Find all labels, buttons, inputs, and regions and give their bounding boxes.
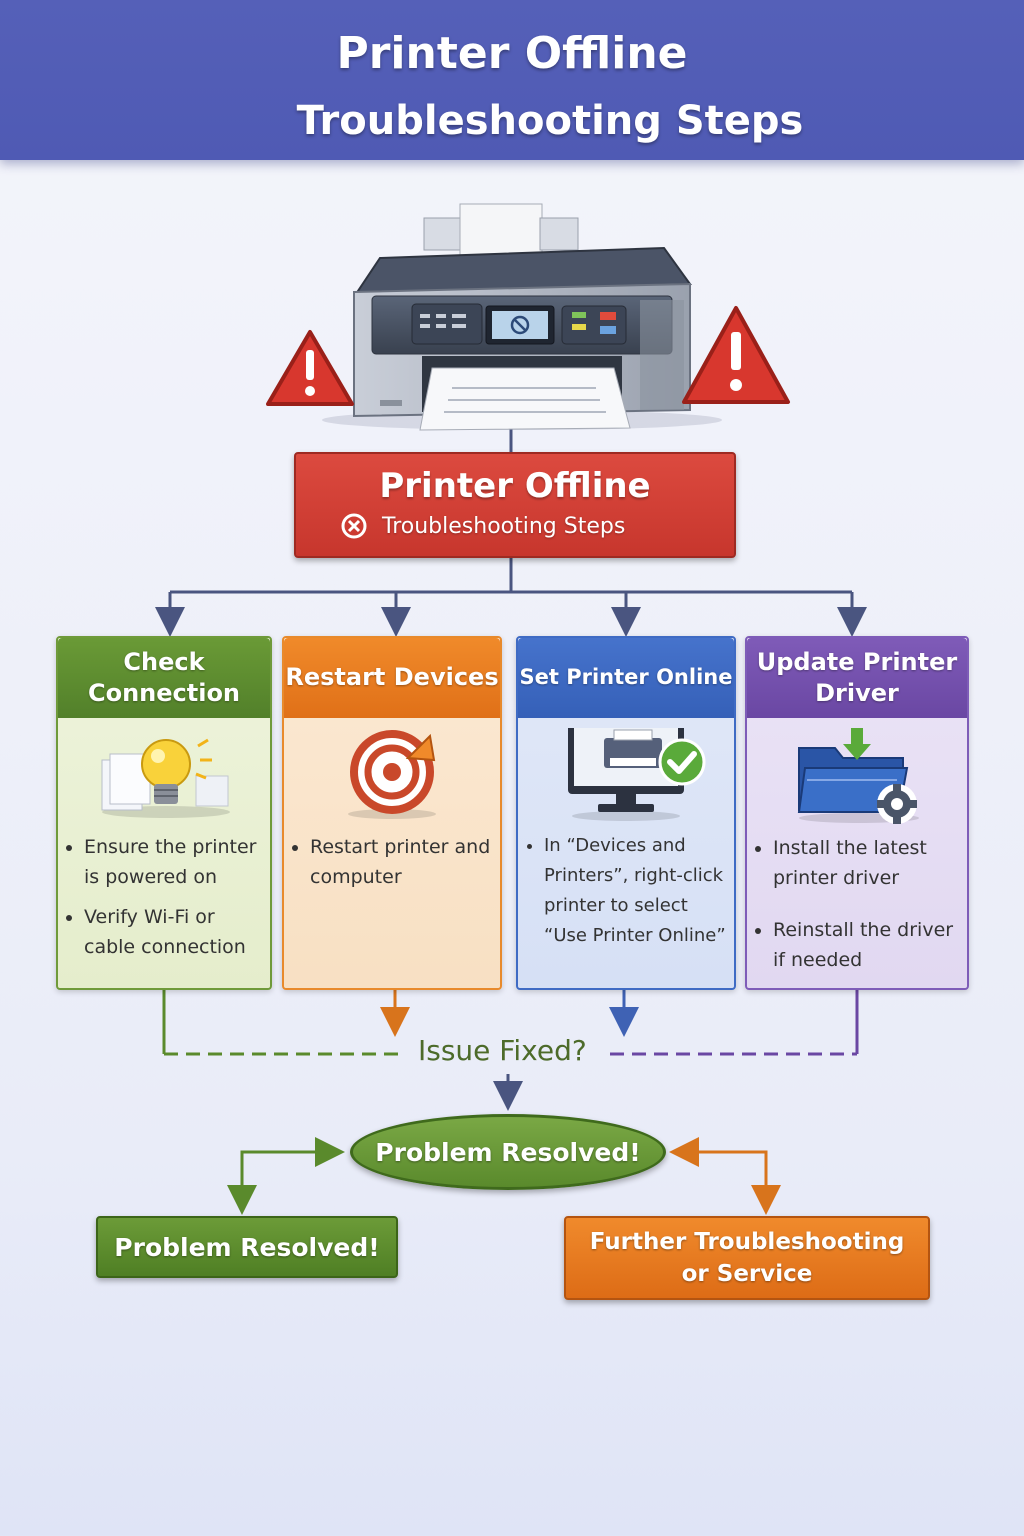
further-troubleshooting-box: Further Troubleshooting or Service (564, 1216, 930, 1300)
page-subtitle: Troubleshooting Steps (296, 98, 804, 144)
further-troubleshooting-line2: or Service (681, 1261, 813, 1287)
list-item: Ensure the printer is powered on (84, 832, 264, 892)
card-update-printer-driver: Update Printer Driver Install the latest… (745, 636, 969, 990)
list-item: In “Devices and Printers”, right-click p… (544, 831, 728, 951)
card-title: Check Connection (58, 638, 270, 718)
card-bullets: Ensure the printer is powered on Verify … (66, 832, 264, 972)
header-banner: Printer Offline Troubleshooting Steps (0, 0, 1024, 160)
printer-offline-box: Printer Offline Troubleshooting Steps (294, 452, 736, 558)
card-bullets: Restart printer and computer (292, 832, 494, 902)
problem-resolved-oval: Problem Resolved! (350, 1114, 666, 1190)
card-title: Update Printer Driver (747, 638, 967, 718)
card-title: Set Printer Online (518, 638, 734, 718)
driver-folder-gear-icon (797, 728, 919, 824)
card-check-connection: Check Connection Ensure the printer is p… (56, 636, 272, 990)
card-bullets: Install the latest printer driver Reinst… (755, 833, 961, 985)
x-circle-icon (341, 513, 367, 539)
main-box-subtitle: Troubleshooting Steps (382, 514, 626, 539)
list-item: Restart printer and computer (310, 832, 494, 892)
card-restart-devices: Restart Devices Restart printer and comp… (282, 636, 502, 990)
lightbulb-icon (101, 738, 230, 818)
card-bullets: In “Devices and Printers”, right-click p… (526, 831, 728, 961)
list-item: Install the latest printer driver (773, 833, 961, 893)
warning-icon (266, 330, 354, 406)
issue-fixed-question: Issue Fixed? (418, 1034, 587, 1067)
main-box-title: Printer Offline (379, 466, 651, 506)
monitor-printer-check-icon (568, 728, 706, 821)
page-title: Printer Offline (336, 28, 688, 79)
printer-illustration (322, 203, 722, 431)
card-set-printer-online: Set Printer Online In “Devices and Print… (516, 636, 736, 990)
restart-target-icon (348, 730, 436, 819)
warning-icon (682, 306, 790, 404)
further-troubleshooting-line1: Further Troubleshooting (589, 1229, 905, 1255)
card-title: Restart Devices (284, 638, 500, 718)
list-item: Verify Wi-Fi or cable connection (84, 902, 264, 962)
list-item: Reinstall the driver if needed (773, 915, 961, 975)
problem-resolved-box: Problem Resolved! (96, 1216, 398, 1278)
